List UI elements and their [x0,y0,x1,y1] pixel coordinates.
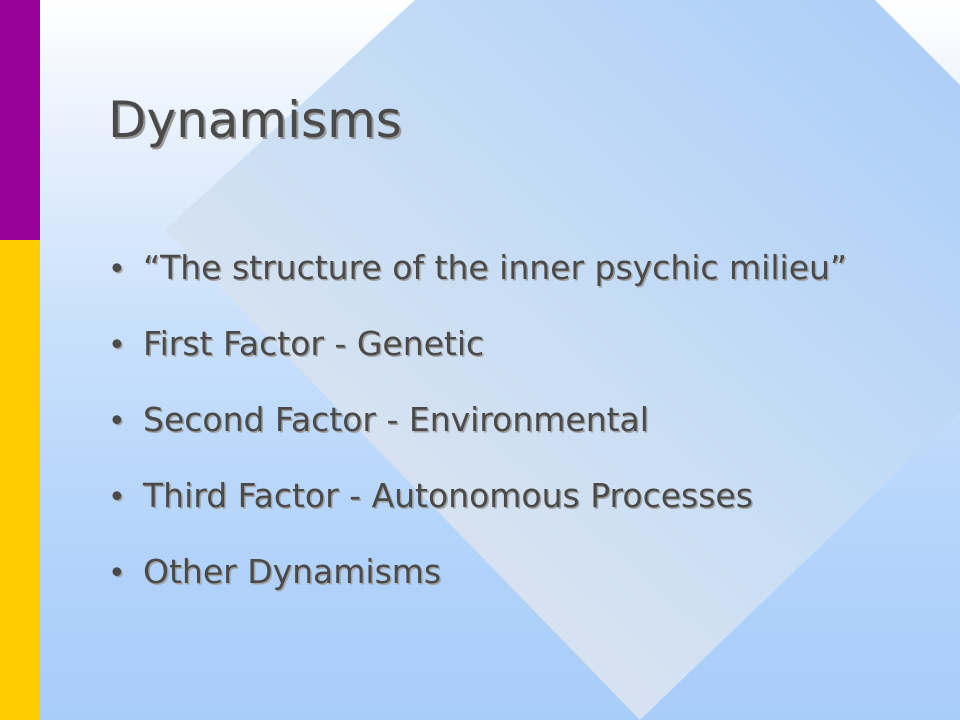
list-item: • Second Factor - Environmental [108,400,847,476]
accent-bar-purple [0,0,40,240]
bullet-text: “The structure of the inner psychic mili… [143,248,848,287]
list-item: • “The structure of the inner psychic mi… [108,248,847,324]
list-item: • Third Factor - Autonomous Processes [108,476,847,552]
accent-bar-yellow [0,240,40,720]
slide-title: Dynamisms [108,91,402,149]
bullet-text: First Factor - Genetic [143,324,485,363]
bullet-text: Third Factor - Autonomous Processes [143,476,753,515]
bullet-text: Second Factor - Environmental [143,400,649,439]
bullet-dot-icon: • [108,556,126,591]
bullet-dot-icon: • [108,404,126,439]
bullet-dot-icon: • [108,480,126,515]
bullet-text: Other Dynamisms [143,552,442,591]
bullet-dot-icon: • [108,328,126,363]
bullet-list: • “The structure of the inner psychic mi… [108,248,847,628]
list-item: • First Factor - Genetic [108,324,847,400]
list-item: • Other Dynamisms [108,552,847,628]
bullet-dot-icon: • [108,252,126,287]
